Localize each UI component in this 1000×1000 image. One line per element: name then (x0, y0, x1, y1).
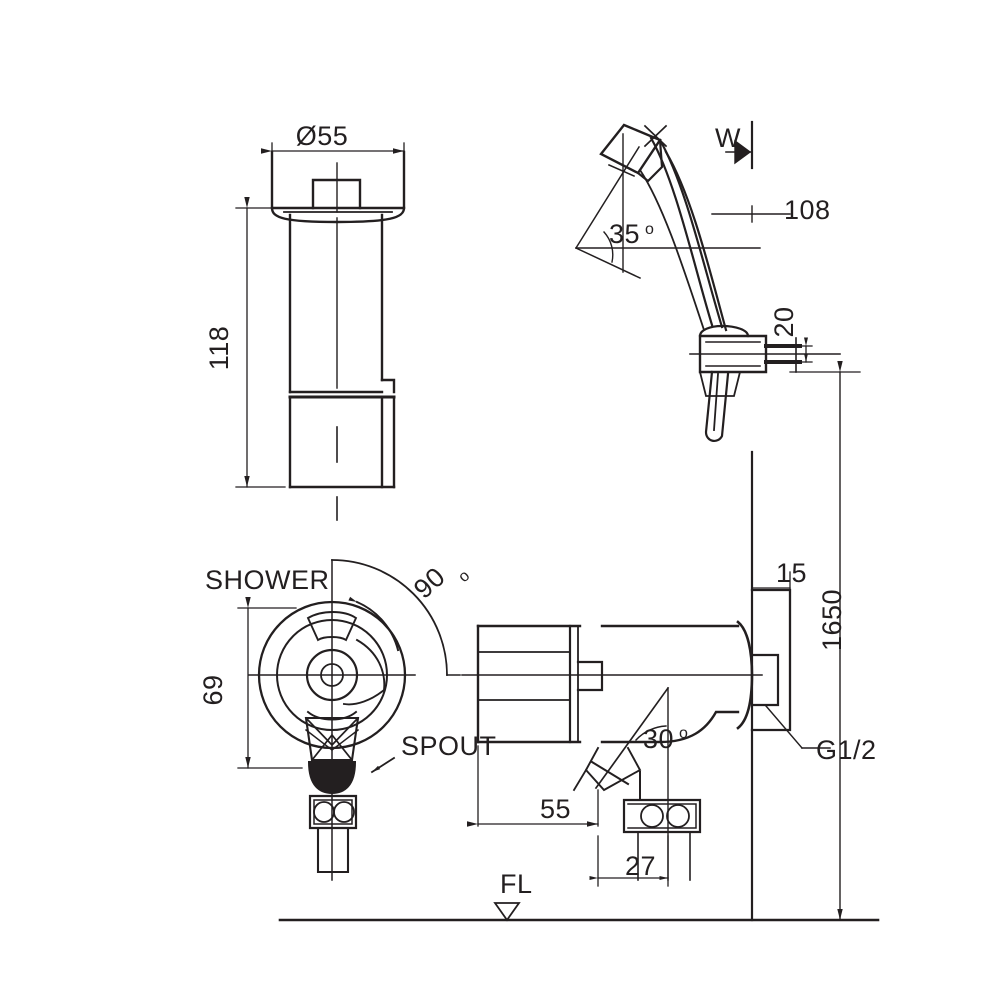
dim-rotation-90: 90 (408, 561, 451, 604)
label-spout: SPOUT (401, 731, 497, 761)
dim-escutcheon-15: 15 (776, 558, 807, 588)
dim-height-69: 69 (198, 674, 228, 705)
view-mixer-front (237, 559, 461, 881)
dim-offset-108: 108 (784, 195, 831, 225)
dim-lever-angle-30-unit: o (679, 725, 688, 742)
wall-mark-w: W (715, 123, 741, 153)
dim-floor-height-1650: 1650 (817, 589, 847, 651)
view-handshower-elevation (574, 120, 841, 442)
dim-angle-35-unit: o (645, 221, 654, 238)
wall-and-floor (278, 450, 880, 922)
dim-height-118: 118 (204, 326, 234, 371)
label-thread-g12: G1/2 (816, 735, 877, 765)
dim-spout-offset-27: 27 (625, 851, 656, 881)
dim-rotation-90-unit: o (455, 567, 473, 586)
dim-projection-55: 55 (540, 794, 571, 824)
view-mixer-side (461, 361, 861, 921)
label-shower: SHOWER (205, 565, 330, 595)
dim-lever-angle-30: 30 (643, 724, 674, 754)
dim-angle-35: 35 (609, 219, 640, 249)
dim-bracket-20: 20 (769, 306, 799, 337)
view-handle-elevation (235, 142, 406, 521)
label-floor-level: FL (500, 869, 533, 899)
dim-diameter-55: Ø55 (296, 121, 349, 151)
